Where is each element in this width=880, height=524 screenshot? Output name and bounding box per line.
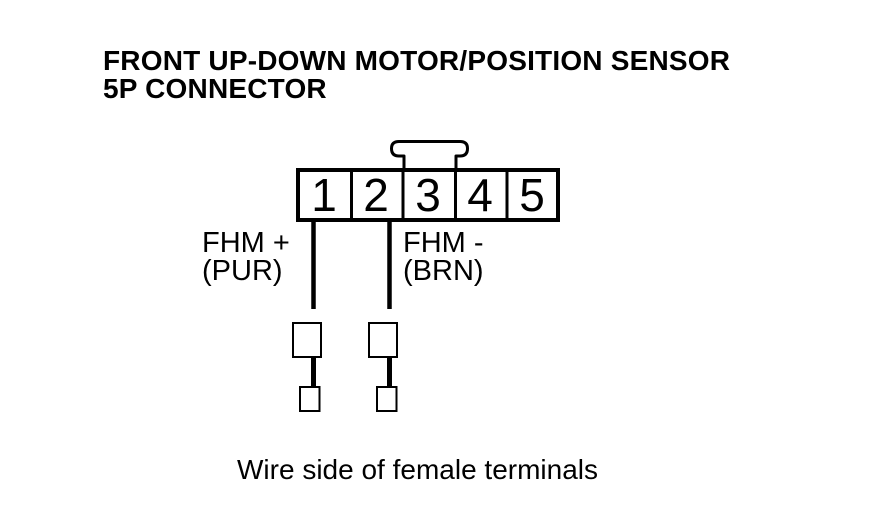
left-wire-signal: FHM + bbox=[202, 227, 290, 259]
right-wire-signal: FHM - bbox=[403, 227, 484, 259]
diagram-title: FRONT UP-DOWN MOTOR/POSITION SENSOR 5P C… bbox=[103, 47, 730, 102]
left-wire-color-code: (PUR) bbox=[202, 254, 283, 287]
diagram-title-line1: FRONT UP-DOWN MOTOR/POSITION SENSOR bbox=[103, 45, 731, 76]
diagram-caption: Wire side of female terminals bbox=[237, 454, 599, 485]
pin-cell-2: 2 bbox=[363, 169, 389, 221]
pin-cell-5: 5 bbox=[519, 169, 545, 221]
right-wire-color-code: (BRN) bbox=[403, 254, 484, 287]
connector-shell-outline bbox=[296, 168, 560, 222]
left-wire-label: FHM + (PUR) bbox=[202, 227, 290, 287]
pin-cell-1: 1 bbox=[311, 169, 337, 221]
right-wire-label: FHM - (BRN) bbox=[403, 227, 484, 287]
diagram-title-line2: 5P CONNECTOR bbox=[103, 72, 327, 104]
left-terminal-box bbox=[292, 322, 322, 358]
pin-number-row: 1 2 3 4 5 bbox=[298, 170, 558, 220]
left-terminal-end-box bbox=[299, 386, 321, 412]
pin-cell-3: 3 bbox=[415, 169, 441, 221]
connector-latch-outline bbox=[390, 140, 469, 170]
right-terminal-box bbox=[368, 322, 398, 358]
right-terminal-end-box bbox=[376, 386, 398, 412]
pin-cell-4: 4 bbox=[467, 169, 493, 221]
